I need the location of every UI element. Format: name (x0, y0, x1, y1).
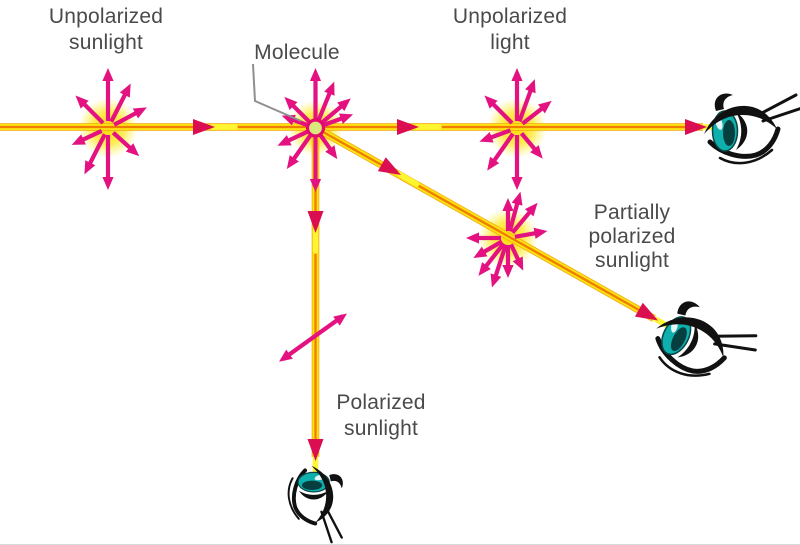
arrowhead (279, 349, 293, 362)
arrowhead (307, 439, 324, 461)
arrowhead (487, 156, 500, 171)
eye-icon-right (704, 93, 800, 163)
polarization-direction-arrow (279, 313, 347, 362)
arrowhead (132, 107, 147, 119)
starburst-unpolarized-light (479, 68, 552, 190)
arrowhead (537, 100, 552, 114)
arrowhead (484, 95, 498, 109)
arrowhead (337, 98, 351, 112)
arrowhead (324, 81, 335, 96)
arrowhead (377, 157, 401, 175)
starburst-unpolarized-sunlight (71, 68, 147, 190)
eye-icon-bottom (286, 463, 345, 544)
molecule-pointer-line (252, 63, 302, 122)
arrowhead (685, 119, 707, 135)
arrowhead (533, 227, 548, 239)
arrowhead (473, 246, 488, 258)
label-unpolarized-light: Unpolarized light (452, 5, 568, 54)
arrowhead (338, 113, 354, 125)
arrowhead (490, 273, 502, 288)
arrowhead (397, 119, 419, 135)
arrowhead (511, 191, 523, 206)
arrowhead (284, 96, 298, 111)
arrowhead (502, 265, 514, 278)
scattered-ray-diagonal (315, 125, 656, 322)
arrowhead (125, 143, 140, 157)
arrowhead (466, 232, 479, 244)
arrowhead (307, 211, 324, 233)
arrowhead (102, 177, 114, 190)
arrowhead (84, 160, 96, 175)
arrowhead (479, 131, 494, 143)
arrowhead (277, 135, 292, 146)
arrowhead (530, 145, 543, 159)
arrowhead (309, 179, 322, 192)
arrowhead (193, 119, 215, 135)
arrowhead (325, 145, 338, 160)
arrowhead (525, 79, 536, 94)
arrowhead (309, 68, 322, 81)
starburst-partially-polarized (466, 191, 548, 288)
arrowhead (119, 83, 131, 98)
eye-icon-diagonal (643, 293, 762, 400)
arrowhead (102, 68, 114, 81)
molecule-icon (305, 118, 326, 138)
arrowhead (333, 313, 347, 326)
label-polarized-sunlight: Polarized sunlight (336, 391, 426, 440)
arrowhead (75, 95, 89, 109)
arrowhead (511, 177, 523, 190)
label-molecule: Molecule (254, 41, 340, 64)
arrowhead (502, 198, 514, 211)
label-partially-polarized-sunlight: Partially polarized sunlight (588, 201, 676, 272)
arrowhead (511, 68, 523, 81)
arrowhead (524, 202, 538, 217)
ray-flare (396, 171, 420, 187)
arrowhead (512, 256, 524, 271)
arrowhead (634, 302, 658, 321)
arrowhead (478, 262, 491, 276)
label-unpolarized-sunlight: Unpolarized sunlight (48, 5, 164, 54)
arrowhead (286, 155, 299, 169)
arrowhead (71, 134, 86, 145)
